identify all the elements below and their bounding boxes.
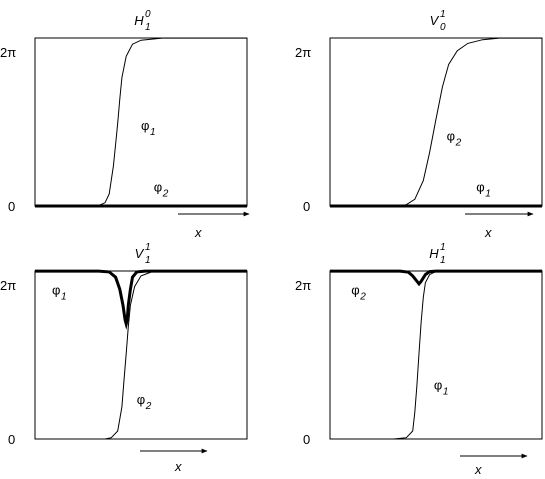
y-tick-label-2pi: 2π bbox=[0, 278, 16, 293]
panel-title-superscript: 1 bbox=[145, 242, 151, 253]
panel-title: H bbox=[134, 13, 144, 28]
series-label: φ bbox=[141, 118, 149, 133]
panel-title: V bbox=[135, 246, 145, 261]
panel-title-superscript: 1 bbox=[440, 242, 446, 253]
panel-title-subscript: 1 bbox=[440, 255, 446, 266]
panel-title-subscript: 1 bbox=[145, 22, 151, 33]
series-label-subscript: 2 bbox=[162, 188, 169, 199]
series-line-thin bbox=[330, 270, 543, 440]
series-label: φ bbox=[137, 392, 145, 407]
series-label-subscript: 1 bbox=[150, 127, 156, 138]
series-label: φ bbox=[476, 179, 484, 194]
x-axis-label: x bbox=[174, 459, 182, 474]
series-label: φ bbox=[351, 283, 359, 298]
x-axis-label: x bbox=[484, 225, 492, 240]
y-tick-label-2pi: 2π bbox=[295, 45, 311, 60]
series-label-subscript: 2 bbox=[359, 292, 366, 303]
y-tick-label-zero: 0 bbox=[8, 199, 15, 214]
series-label-subscript: 2 bbox=[145, 401, 152, 412]
y-tick-label-zero: 0 bbox=[303, 432, 310, 447]
series-line-thick bbox=[35, 269, 247, 330]
y-tick-label-zero: 0 bbox=[8, 432, 15, 447]
panel-title-subscript: 0 bbox=[440, 22, 446, 33]
series-line-thick bbox=[330, 269, 542, 287]
y-tick-label-2pi: 2π bbox=[0, 45, 16, 60]
plot-frame bbox=[329, 37, 543, 207]
series-label-subscript: 1 bbox=[61, 292, 67, 303]
panel-title-subscript: 1 bbox=[145, 255, 151, 266]
series-line-thin bbox=[330, 37, 542, 207]
panel-title: V bbox=[430, 13, 440, 28]
plot-frame bbox=[34, 270, 248, 440]
x-axis-label: x bbox=[194, 225, 202, 240]
series-label-subscript: 1 bbox=[443, 387, 449, 398]
series-label: φ bbox=[434, 378, 442, 393]
y-tick-label-zero: 0 bbox=[303, 199, 310, 214]
series-label: φ bbox=[154, 179, 162, 194]
x-axis-label: x bbox=[474, 462, 482, 477]
series-label-subscript: 2 bbox=[455, 137, 462, 148]
series-label-subscript: 1 bbox=[485, 188, 491, 199]
y-tick-label-2pi: 2π bbox=[295, 278, 311, 293]
panel-title-superscript: 0 bbox=[145, 9, 151, 20]
panel-title-superscript: 1 bbox=[440, 9, 446, 20]
series-label: φ bbox=[447, 128, 455, 143]
panel-title: H bbox=[429, 246, 439, 261]
series-line-thin bbox=[35, 270, 247, 440]
series-label: φ bbox=[52, 283, 60, 298]
